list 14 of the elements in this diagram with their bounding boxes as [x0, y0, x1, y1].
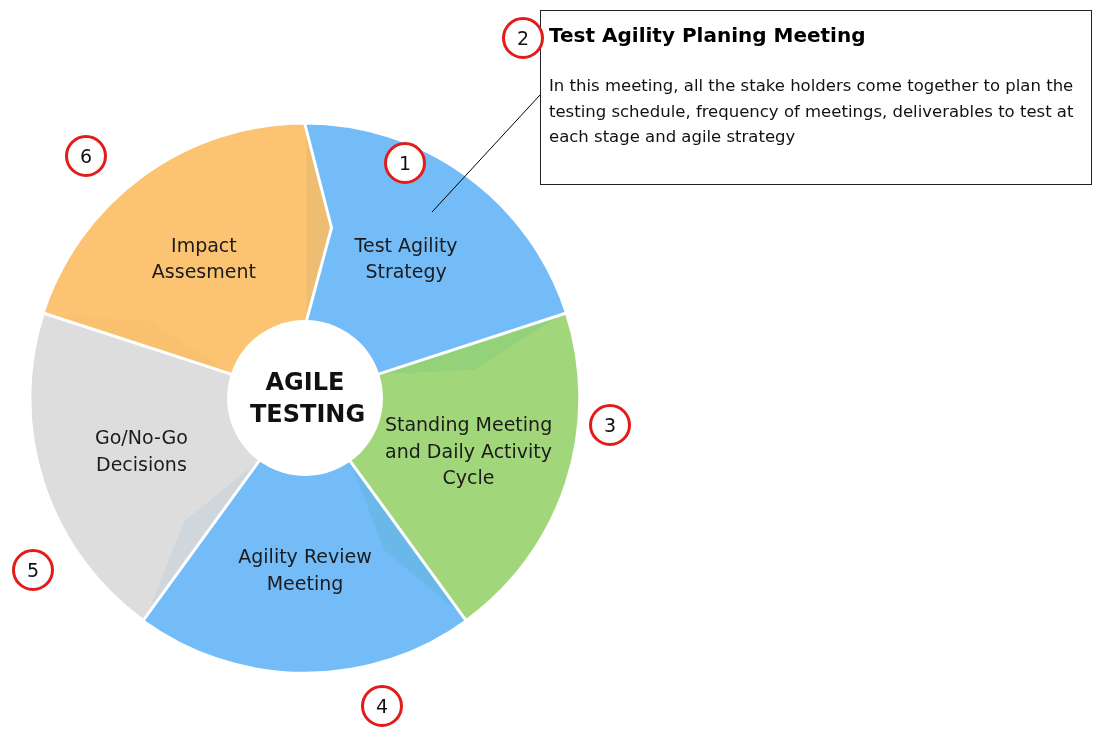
segment-label: Standing Meeting and Daily Activity Cycle: [383, 412, 554, 491]
segment-label: Impact Assesment: [150, 233, 257, 285]
callout-title: Test Agility Planing Meeting: [549, 23, 867, 47]
callout-box: [540, 10, 1092, 185]
callout-number: 5: [12, 549, 54, 591]
segment-label: Agility Review Meeting: [237, 544, 373, 596]
segment-label: Test Agility Strategy: [353, 233, 459, 285]
callout-number: 3: [589, 404, 631, 446]
callout-number: 4: [361, 685, 403, 727]
leader-line: [431, 94, 541, 213]
callout-number: 2: [502, 17, 544, 59]
callout-number: 6: [65, 135, 107, 177]
callout-text: In this meeting, all the stake holders come together to plan the testing schedule, frequency of meetings, deliverables to test at each stage and agile strategy: [549, 75, 1075, 149]
segment-label: Go/No-Go Decisions: [94, 425, 189, 478]
